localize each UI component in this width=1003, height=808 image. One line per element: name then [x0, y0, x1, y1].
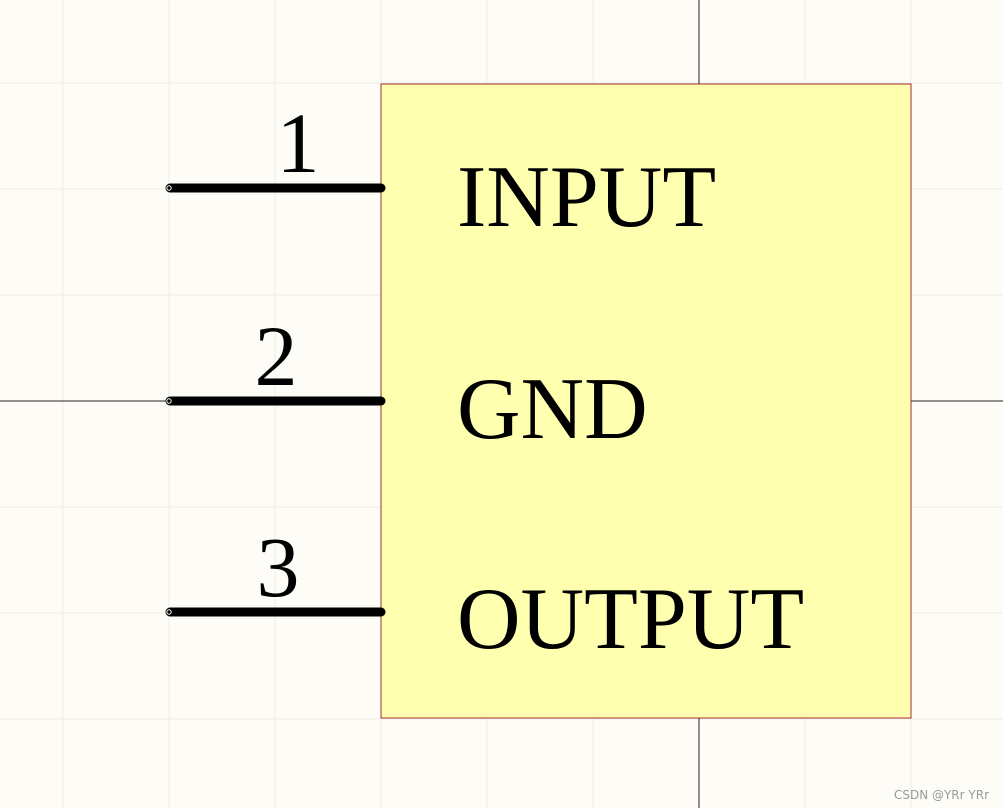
pin-2[interactable]: 2 GND: [165, 308, 648, 458]
pin-3[interactable]: 3 OUTPUT: [165, 519, 804, 668]
pin-end-marker: [166, 398, 172, 404]
pin-name: INPUT: [457, 149, 716, 246]
pin-1[interactable]: 1 INPUT: [165, 95, 716, 246]
pin-name: OUTPUT: [457, 571, 804, 668]
pin-number: 1: [277, 95, 320, 191]
watermark: CSDN @YRr YRr: [893, 788, 989, 802]
pin-name: GND: [457, 361, 648, 458]
component-body[interactable]: [380, 83, 912, 719]
pin-end-marker: [166, 185, 172, 191]
pin-number: 3: [257, 519, 300, 615]
pin-number: 2: [255, 308, 298, 404]
pin-end-marker: [166, 609, 172, 615]
